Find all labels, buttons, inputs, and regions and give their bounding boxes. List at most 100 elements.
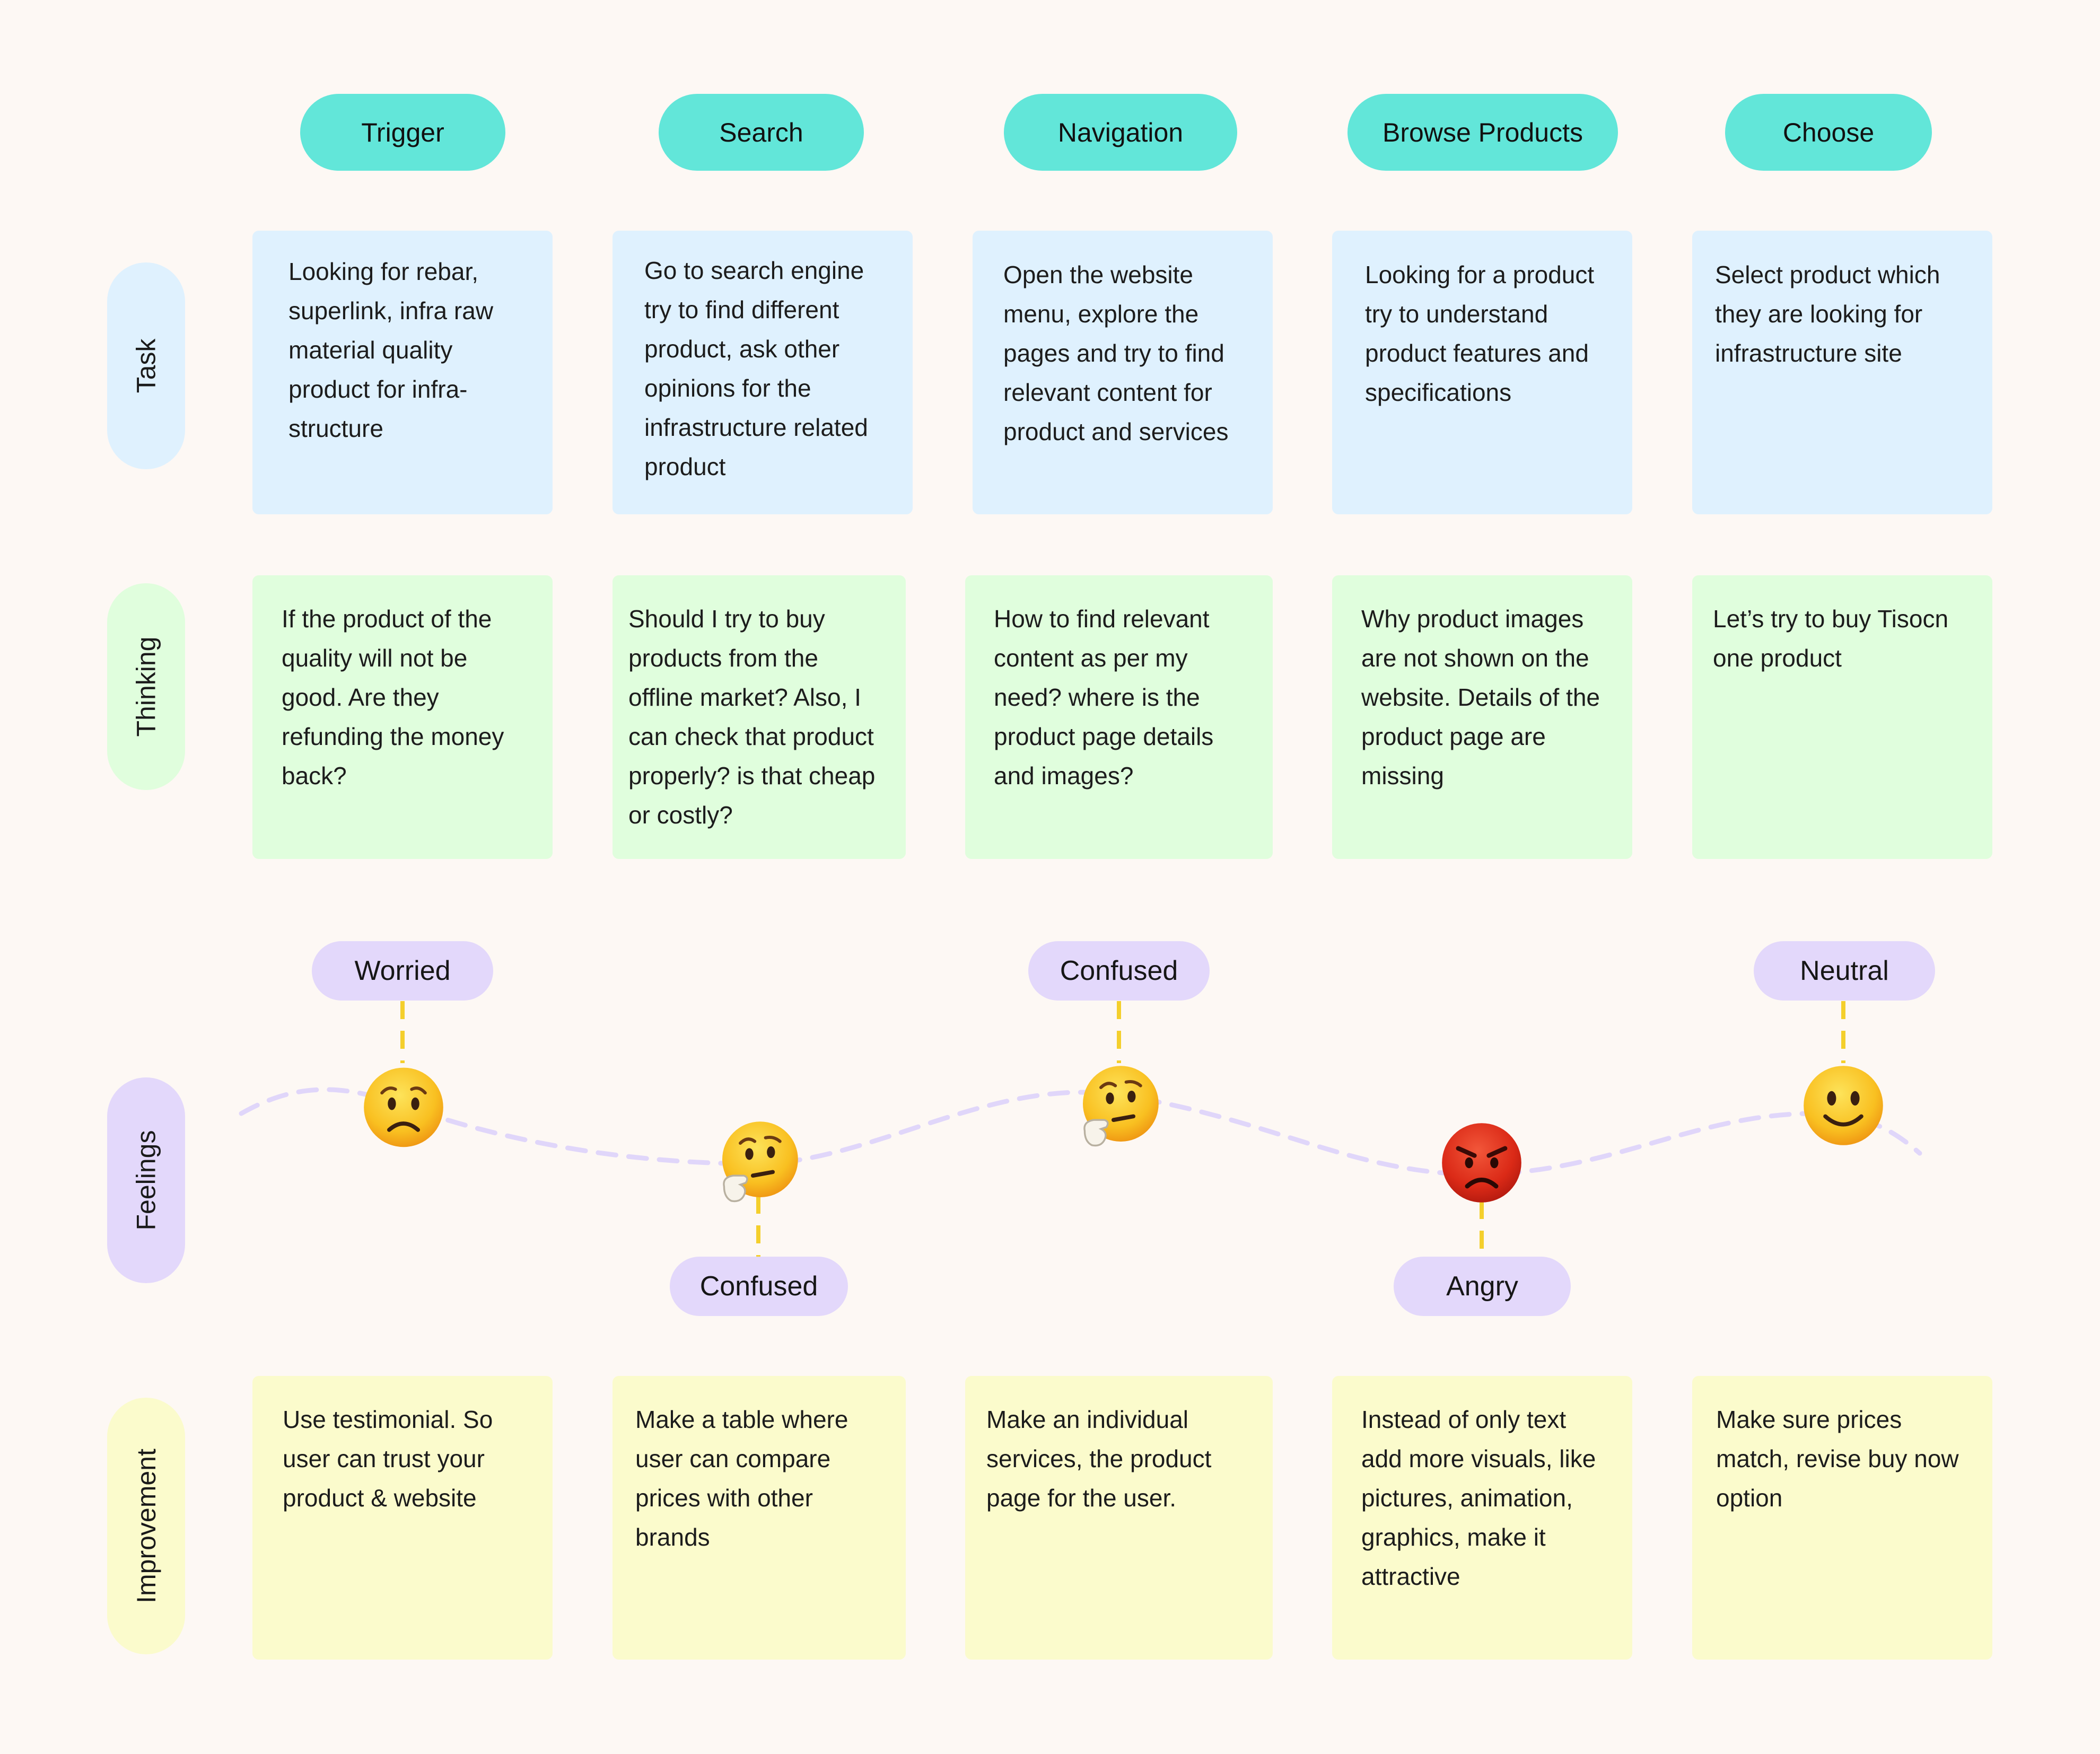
task-card: Open the website menu, explore the pages… <box>973 231 1273 514</box>
improvement-card-line: Make sure prices <box>1716 1406 1902 1433</box>
stage-choose: Choose <box>1725 94 1932 171</box>
task-card-line: Looking for rebar, <box>288 258 479 285</box>
improvement-card-line: prices with other <box>635 1484 813 1512</box>
task-card-line: specifications <box>1365 379 1512 406</box>
thinking-card-line: product page are <box>1361 723 1546 750</box>
task-card-line: try to find different <box>644 296 839 323</box>
task-card: Select product which they are looking fo… <box>1692 231 1992 514</box>
thinking-card-line: If the product of the <box>282 605 492 633</box>
task-card-line: menu, explore the <box>1003 300 1199 328</box>
task-card-line: infrastructure site <box>1715 339 1902 367</box>
task-card-line: Looking for a product <box>1365 261 1595 288</box>
row-label-feelings: Feelings <box>107 1077 185 1283</box>
feeling-label-worried: Worried <box>312 941 493 1001</box>
task-card: Looking for a product try to understand … <box>1332 231 1632 514</box>
worried-face-icon <box>364 1067 443 1147</box>
thinking-card: Let’s try to buy Tisocn one product <box>1692 575 1992 859</box>
thinking-card-line: content as per my <box>994 644 1188 672</box>
thinking-card-line: properly? is that cheap <box>628 762 876 790</box>
thinking-card-line: and images? <box>994 762 1134 790</box>
improvement-card-line: Make a table where <box>635 1406 848 1433</box>
thinking-card-line: or costly? <box>628 801 733 829</box>
thinking-face-icon <box>722 1121 798 1203</box>
feeling-label-confused-search: Confused <box>670 1257 848 1316</box>
row-label-thinking-text: Thinking <box>131 636 161 737</box>
task-card-line: product, ask other <box>644 335 840 363</box>
thinking-card: If the product of the quality will not b… <box>252 575 553 859</box>
thinking-card: How to find relevant content as per my n… <box>965 575 1273 859</box>
task-card-line: they are looking for <box>1715 300 1923 328</box>
row-label-thinking: Thinking <box>107 583 185 790</box>
stage-trigger: Trigger <box>300 94 505 171</box>
thinking-card-line: Why product images <box>1361 605 1584 633</box>
row-label-feelings-text: Feelings <box>131 1130 161 1231</box>
task-card-line: product <box>644 453 726 480</box>
stage-browse-products: Browse Products <box>1348 94 1618 171</box>
stage-search: Search <box>659 94 864 171</box>
task-card-line: try to understand <box>1365 300 1548 328</box>
task-card-line: structure <box>288 415 383 442</box>
thinking-face-icon <box>1083 1066 1159 1147</box>
thinking-card-line: Let’s try to buy Tisocn <box>1713 605 1949 633</box>
thinking-card-line: offline market? Also, I <box>628 683 861 711</box>
improvement-card-line: Make an individual <box>986 1406 1189 1433</box>
improvement-card-line: product & website <box>283 1484 477 1512</box>
improvement-card-line: add more visuals, like <box>1361 1445 1596 1472</box>
improvement-card-line: user can compare <box>635 1445 831 1472</box>
task-card: Looking for rebar, superlink, infra raw … <box>252 231 553 514</box>
task-card-line: product for infra- <box>288 375 468 403</box>
row-label-task-text: Task <box>131 338 161 393</box>
thinking-card-line: quality will not be <box>282 644 468 672</box>
task-card-line: Select product which <box>1715 261 1940 288</box>
improvement-card-line: option <box>1716 1484 1783 1512</box>
improvement-card: Use testimonial. So user can trust your … <box>252 1376 553 1660</box>
thinking-card-line: back? <box>282 762 347 790</box>
thinking-card-line: How to find relevant <box>994 605 1210 633</box>
thinking-card-line: need? where is the <box>994 683 1200 711</box>
task-card-line: relevant content for <box>1003 379 1212 406</box>
angry-face-icon <box>1442 1123 1521 1203</box>
thinking-card-line: products from the <box>628 644 818 672</box>
stage-navigation: Navigation <box>1004 94 1237 171</box>
thinking-card-line: Should I try to buy <box>628 605 825 633</box>
row-label-improvement-text: Improvement <box>131 1449 161 1603</box>
feeling-label-confused-navigation: Confused <box>1028 941 1210 1001</box>
improvement-card-line: attractive <box>1361 1563 1460 1590</box>
row-label-improvement: Improvement <box>107 1398 185 1654</box>
improvement-card-line: match, revise buy now <box>1716 1445 1959 1472</box>
improvement-card-line: user can trust your <box>283 1445 485 1472</box>
thinking-card-line: can check that product <box>628 723 874 750</box>
task-card-line: superlink, infra raw <box>288 297 494 325</box>
improvement-card-line: Instead of only text <box>1361 1406 1567 1433</box>
improvement-card-line: Use testimonial. So <box>283 1406 493 1433</box>
task-card-line: product and services <box>1003 418 1229 445</box>
thinking-card-line: missing <box>1361 762 1444 790</box>
thinking-card-line: website. Details of the <box>1361 683 1600 711</box>
feeling-label-angry: Angry <box>1394 1257 1571 1316</box>
row-label-task: Task <box>107 262 185 469</box>
task-card-line: Open the website <box>1003 261 1194 288</box>
task-card-line: pages and try to find <box>1003 339 1224 367</box>
task-card-line: Go to search engine <box>644 257 864 284</box>
improvement-card: Instead of only text add more visuals, l… <box>1332 1376 1632 1660</box>
improvement-card-line: services, the product <box>986 1445 1212 1472</box>
thinking-card-line: are not shown on the <box>1361 644 1589 672</box>
task-card-line: material quality <box>288 336 453 364</box>
improvement-card-line: page for the user. <box>986 1484 1177 1512</box>
task-card-line: product features and <box>1365 339 1589 367</box>
task-card-line: infrastructure related <box>644 414 868 441</box>
thinking-card-line: product page details <box>994 723 1214 750</box>
improvement-card-line: brands <box>635 1523 710 1551</box>
improvement-card: Make an individual services, the product… <box>965 1376 1273 1660</box>
feeling-label-neutral: Neutral <box>1754 941 1935 1001</box>
smiling-face-icon <box>1804 1066 1883 1145</box>
task-card: Go to search engine try to find differen… <box>612 231 913 514</box>
improvement-card: Make a table where user can compare pric… <box>612 1376 906 1660</box>
improvement-card: Make sure prices match, revise buy now o… <box>1692 1376 1992 1660</box>
thinking-card-line: good. Are they <box>282 683 439 711</box>
thinking-card-line: refunding the money <box>282 723 504 750</box>
improvement-card-line: pictures, animation, <box>1361 1484 1573 1512</box>
improvement-card-line: graphics, make it <box>1361 1523 1546 1551</box>
thinking-card-line: one product <box>1713 644 1842 672</box>
